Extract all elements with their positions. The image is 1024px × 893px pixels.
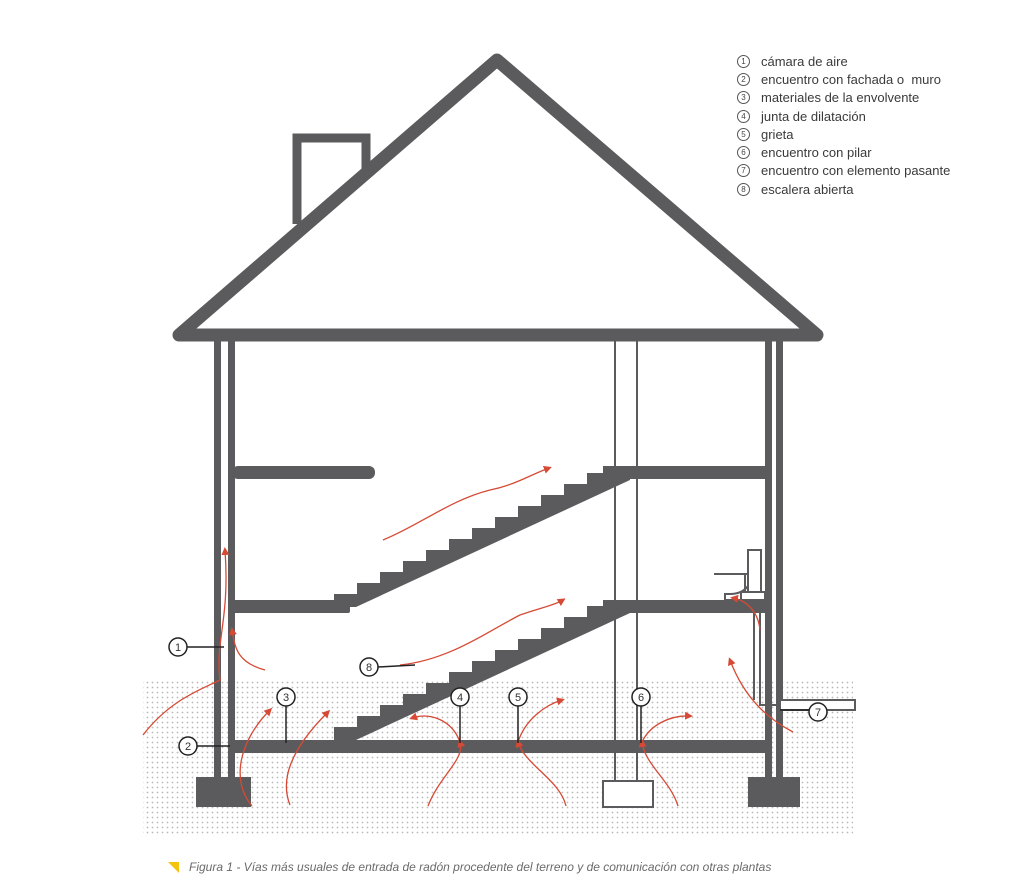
soil-ground (143, 680, 853, 835)
stair-upper (334, 473, 630, 607)
stair-lower (334, 606, 630, 740)
arrow-pipe-top (730, 594, 761, 631)
chimney (292, 133, 371, 224)
arrow-joint-in (427, 739, 466, 807)
first-floor-left (232, 600, 350, 613)
legend-number: 4 (737, 109, 750, 123)
callout-7-label: 7 (815, 707, 821, 719)
callout-lines (187, 646, 810, 747)
callout-5: 5 (508, 687, 528, 707)
pillar-footing (602, 780, 654, 808)
arrow-stair-upper (382, 465, 552, 541)
legend-label: encuentro con elemento pasante (761, 163, 951, 179)
callout-6: 6 (631, 687, 651, 707)
legend-label: junta de dilatación (761, 108, 866, 124)
arrow-pipe (728, 657, 794, 733)
right-wall-inner (765, 340, 772, 780)
callouts: 1 2 3 4 5 6 7 8 (168, 637, 828, 756)
callout-7: 7 (808, 702, 828, 722)
arrow-pillar-in (638, 739, 679, 807)
legend-label: escalera abierta (761, 181, 854, 197)
callout-1-label: 1 (175, 642, 181, 654)
legend-label: encuentro con fachada o muro (761, 71, 941, 87)
arrow-crack (517, 697, 565, 743)
callout-3-label: 3 (283, 692, 289, 704)
callout-8-label: 8 (366, 662, 372, 674)
legend-number: 7 (737, 164, 750, 178)
legend-item: 1 cámara de aire (737, 52, 950, 70)
legend-number: 8 (737, 182, 750, 196)
legend-item: 8 escalera abierta (737, 180, 950, 198)
arrow-joint (409, 712, 461, 743)
caption-marker-icon (168, 861, 179, 873)
right-footing (748, 777, 800, 807)
callout-3: 3 (276, 687, 296, 707)
ground-slab (228, 740, 772, 753)
legend-item: 2 encuentro con fachada o muro (737, 70, 950, 88)
legend-item: 7 encuentro con elemento pasante (737, 162, 950, 180)
legend-label: grieta (761, 126, 794, 142)
arrow-wall-base (239, 707, 273, 807)
legend-label: materiales de la envolvente (761, 90, 920, 106)
callout-2: 2 (178, 736, 198, 756)
legend-label: cámara de aire (761, 53, 848, 69)
legend: 1 cámara de aire 2 encuentro con fachada… (737, 52, 950, 198)
arrow-crack-in (515, 739, 567, 807)
roof (172, 53, 824, 342)
callout-1: 1 (168, 637, 188, 657)
legend-item: 4 junta de dilatación (737, 107, 950, 125)
legend-number: 1 (737, 54, 750, 68)
legend-label: encuentro con pilar (761, 145, 872, 161)
callout-4-label: 4 (457, 692, 463, 704)
second-floor-right (603, 466, 771, 479)
caption-text: Figura 1 - Vías más usuales de entrada d… (189, 860, 772, 874)
figure-caption: Figura 1 - Vías más usuales de entrada d… (168, 860, 771, 874)
legend-item: 5 grieta (737, 125, 950, 143)
arrow-cavity-room (229, 627, 266, 671)
right-wall-outer (776, 340, 783, 780)
radon-arrows (142, 465, 794, 807)
house-structure (172, 53, 824, 808)
arrow-cavity (142, 547, 230, 736)
callout-2-label: 2 (185, 741, 191, 753)
arrow-pillar (641, 711, 693, 743)
legend-item: 3 materiales de la envolvente (737, 89, 950, 107)
legend-number: 5 (737, 127, 750, 141)
callout-8: 8 (359, 657, 379, 677)
left-footing (196, 777, 251, 807)
first-floor-right (603, 600, 771, 613)
callout-4: 4 (450, 687, 470, 707)
second-floor-left (232, 466, 375, 479)
left-wall-inner (228, 340, 235, 780)
left-wall-outer (214, 340, 221, 780)
legend-number: 6 (737, 146, 750, 160)
legend-number: 2 (737, 72, 750, 86)
arrow-envelope (285, 709, 331, 806)
legend-item: 6 encuentro con pilar (737, 143, 950, 161)
callout-5-label: 5 (515, 692, 521, 704)
legend-number: 3 (737, 91, 750, 105)
callout-6-label: 6 (638, 692, 644, 704)
arrow-stair-lower (399, 598, 566, 666)
central-pillar (614, 339, 638, 782)
